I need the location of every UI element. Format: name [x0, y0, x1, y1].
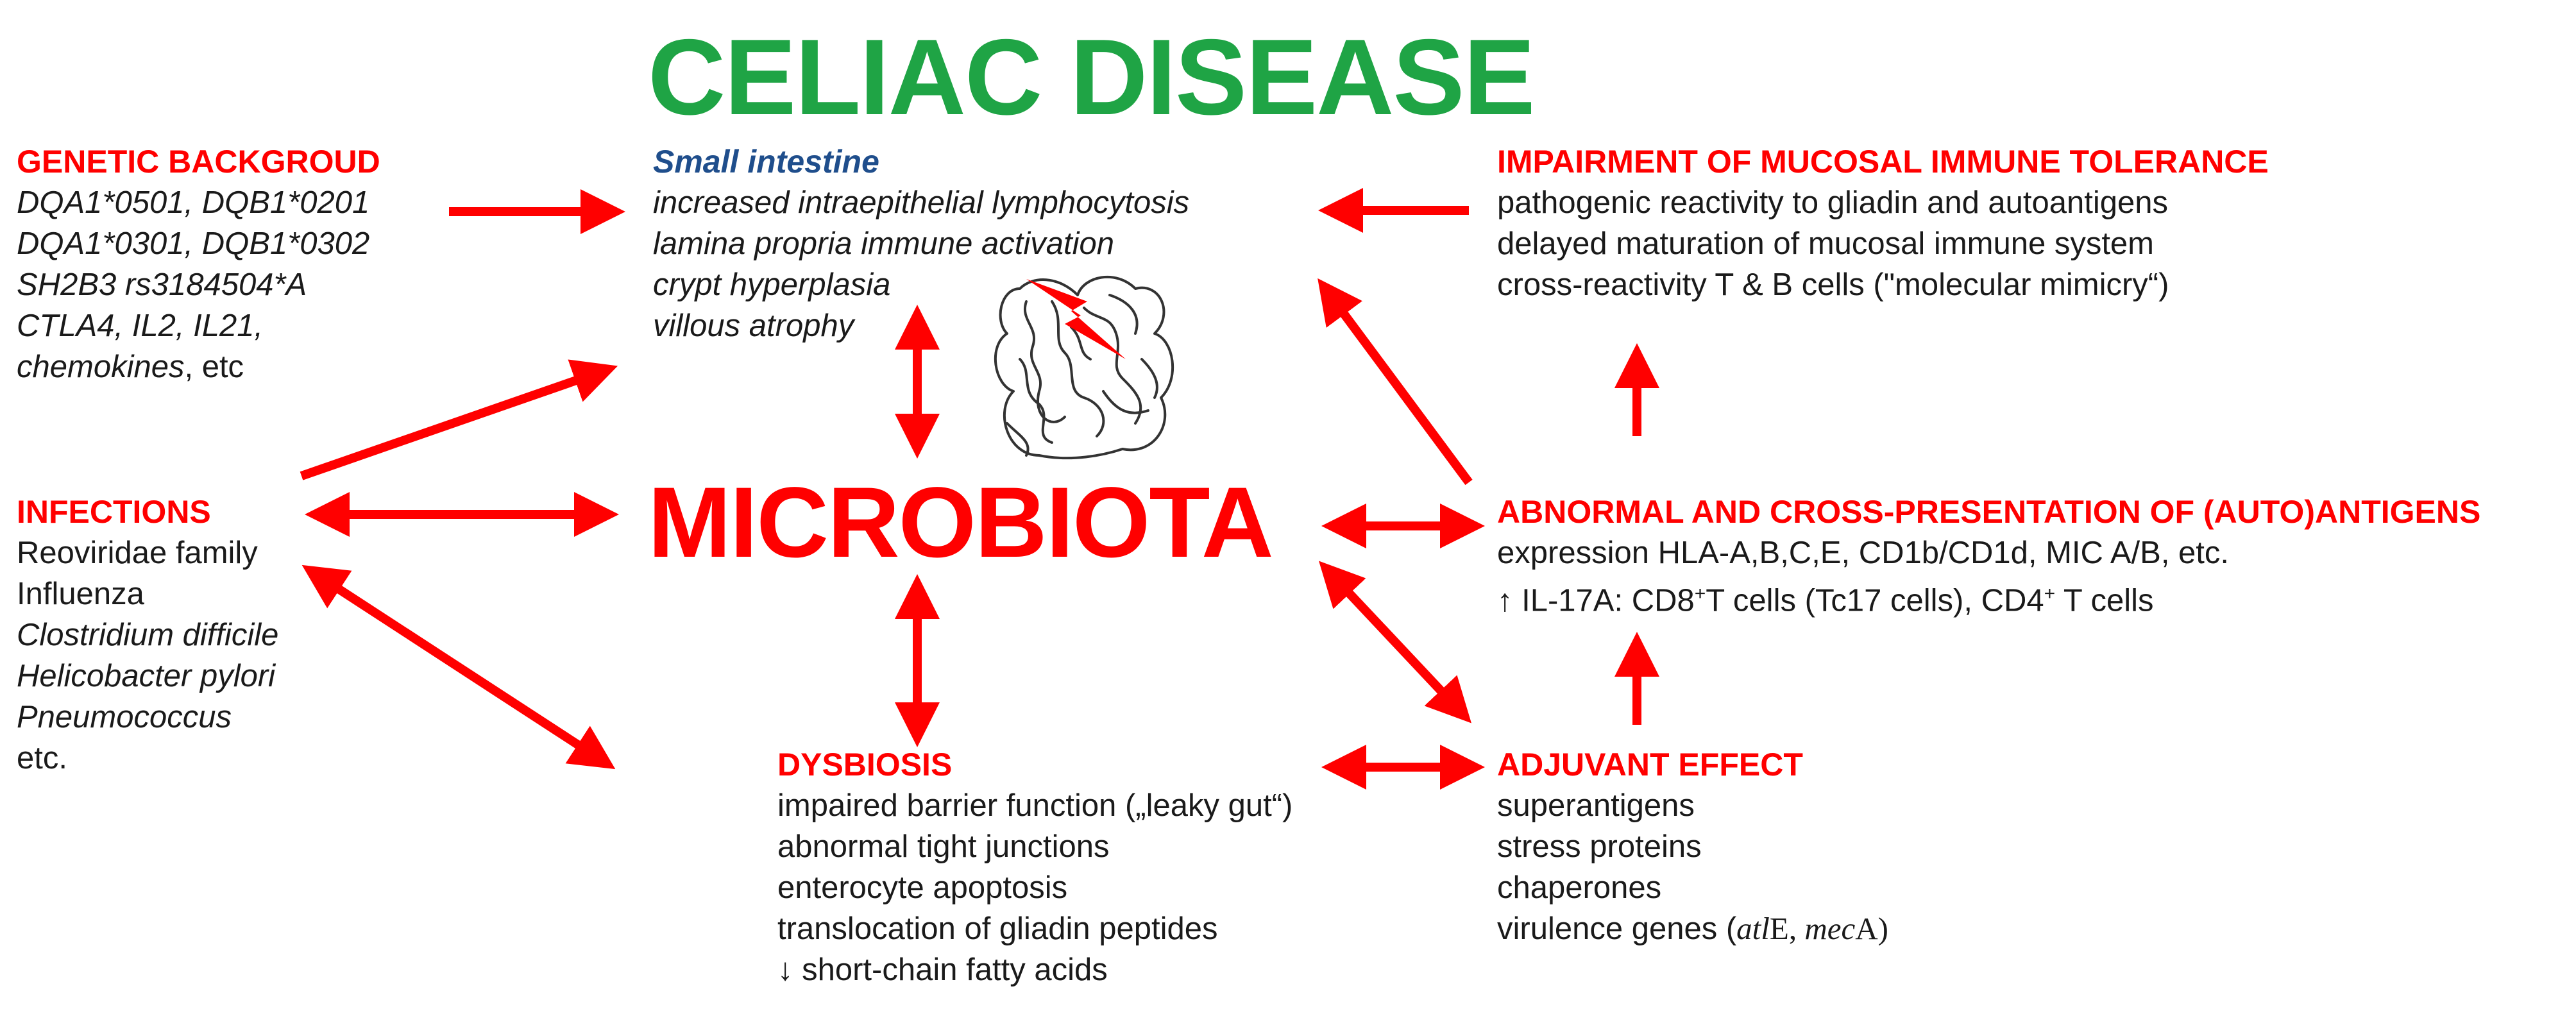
small-intestine-line: villous atrophy: [653, 309, 854, 343]
impairment-line: cross-reactivity T & B cells ("molecular…: [1497, 267, 2169, 302]
page-title: CELIAC DISEASE: [648, 17, 1536, 137]
dysbiosis-block: DYSBIOSIS impaired barrier function („le…: [777, 744, 1292, 990]
arrow-abnormal-to-intestine: [1318, 278, 1473, 486]
adjuvant-block: ADJUVANT EFFECT superantigens stress pro…: [1497, 744, 1888, 949]
infection-item: Helicobacter pylori: [17, 659, 276, 693]
genetic-background-block: GENETIC BACKGROUD DQA1*0501, DQB1*0201 D…: [17, 141, 380, 387]
arrow-microbiota-adjuvant: [1319, 561, 1471, 724]
genetic-line: DQA1*0501, DQB1*0201: [17, 185, 370, 220]
abnormal-line: expression HLA-A,B,C,E, CD1b/CD1d, MIC A…: [1497, 536, 2230, 570]
dysbiosis-line: abnormal tight junctions: [777, 829, 1110, 864]
atl-gene: atl: [1736, 911, 1770, 946]
impairment-heading: IMPAIRMENT OF MUCOSAL IMMUNE TOLERANCE: [1497, 144, 2269, 180]
dysbiosis-heading: DYSBIOSIS: [777, 747, 953, 783]
infections-block: INFECTIONS Reoviridae family Influenza C…: [17, 491, 278, 779]
small-intestine-line: increased intraepithelial lymphocytosis: [653, 185, 1190, 220]
infection-item: Reoviridae family: [17, 536, 258, 570]
adjuvant-heading: ADJUVANT EFFECT: [1497, 747, 1803, 783]
genetic-line: SH2B3 rs3184504*A: [17, 267, 307, 302]
infection-item: Clostridium difficile: [17, 618, 279, 652]
genetic-line-last: chemokines, etc: [17, 346, 380, 387]
dysbiosis-line: enterocyte apoptosis: [777, 870, 1068, 905]
small-intestine-line: lamina propria immune activation: [653, 226, 1114, 261]
superscript-plus: +: [1694, 583, 1706, 604]
il17-text: T cells (Tc17 cells), CD4: [1706, 583, 2044, 618]
abnormal-line-il17: ↑ IL-17A: CD8+T cells (Tc17 cells), CD4+…: [1497, 573, 2480, 621]
genetic-line: DQA1*0301, DQB1*0302: [17, 226, 370, 261]
center-label-microbiota: MICROBIOTA: [648, 467, 1274, 579]
small-intestine-line: crypt hyperplasia: [653, 267, 891, 302]
infection-item: Pneumococcus: [17, 700, 232, 734]
lightning-bolt-icon: [1026, 279, 1126, 359]
dysbiosis-line: ↓ short-chain fatty acids: [777, 952, 1108, 987]
intestine-illustration: [994, 275, 1174, 460]
infections-heading: INFECTIONS: [17, 494, 211, 530]
small-intestine-block: Small intestine increased intraepithelia…: [653, 141, 1189, 346]
small-intestine-heading: Small intestine: [653, 144, 879, 180]
dysbiosis-line: translocation of gliadin peptides: [777, 911, 1218, 946]
adjuvant-line: chaperones: [1497, 870, 1662, 905]
dysbiosis-line: impaired barrier function („leaky gut“): [777, 788, 1293, 823]
infection-item: Influenza: [17, 577, 144, 611]
genetic-etc: , etc: [184, 350, 244, 384]
atl-gene-suffix: E,: [1769, 911, 1805, 946]
impairment-line: delayed maturation of mucosal immune sys…: [1497, 226, 2154, 261]
virulence-text: virulence genes (: [1497, 911, 1737, 946]
arrow-infections-dysbiosis: [301, 564, 616, 770]
impairment-block: IMPAIRMENT OF MUCOSAL IMMUNE TOLERANCE p…: [1497, 141, 2269, 305]
adjuvant-line: stress proteins: [1497, 829, 1702, 864]
adjuvant-line: superantigens: [1497, 788, 1695, 823]
abnormal-presentation-block: ABNORMAL AND CROSS-PRESENTATION OF (AUTO…: [1497, 491, 2480, 621]
mec-gene-suffix: A): [1855, 911, 1888, 946]
il17-text: ↑ IL-17A: CD8: [1497, 583, 1695, 618]
genetic-chemokines: chemokines: [17, 350, 185, 384]
genetic-heading: GENETIC BACKGROUD: [17, 144, 380, 180]
il17-text: T cells: [2055, 583, 2154, 618]
superscript-plus: +: [2044, 583, 2056, 604]
genetic-line: CTLA4, IL2, IL21,: [17, 309, 264, 343]
infection-item: etc.: [17, 741, 67, 775]
mec-gene: mec: [1804, 911, 1856, 946]
arrow-infections-to-intestine: [300, 359, 618, 480]
impairment-line: pathogenic reactivity to gliadin and aut…: [1497, 185, 2169, 220]
adjuvant-line-virulence: virulence genes (atlE, mecA): [1497, 908, 1888, 949]
abnormal-heading: ABNORMAL AND CROSS-PRESENTATION OF (AUTO…: [1497, 494, 2481, 530]
